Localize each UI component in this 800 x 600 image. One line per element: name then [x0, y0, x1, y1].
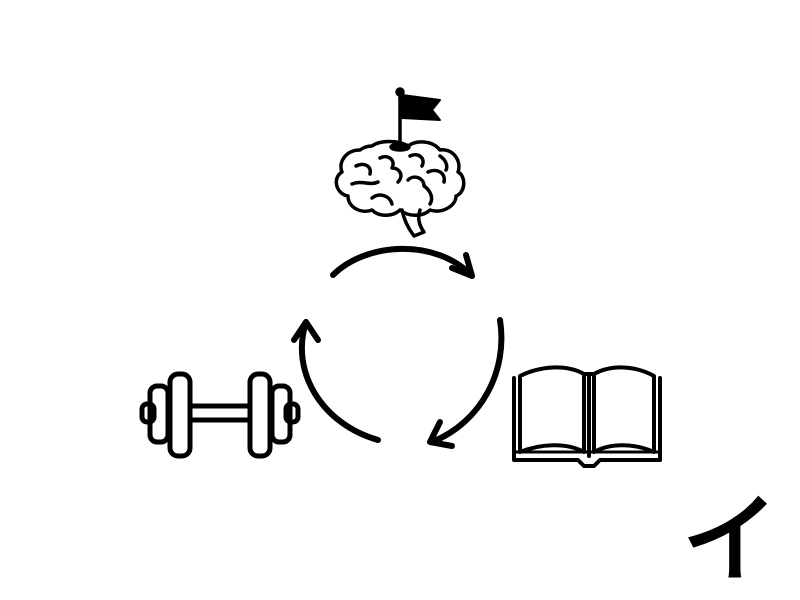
arrow-mind-to-study [330, 245, 475, 279]
brain-with-flag-icon [334, 87, 466, 238]
arrow-study-to-exercise [427, 317, 505, 449]
open-book-icon [512, 365, 662, 468]
corner-mark: イ [682, 484, 778, 596]
dumbbell-icon [139, 371, 301, 459]
arrow-exercise-to-mind [291, 319, 381, 443]
